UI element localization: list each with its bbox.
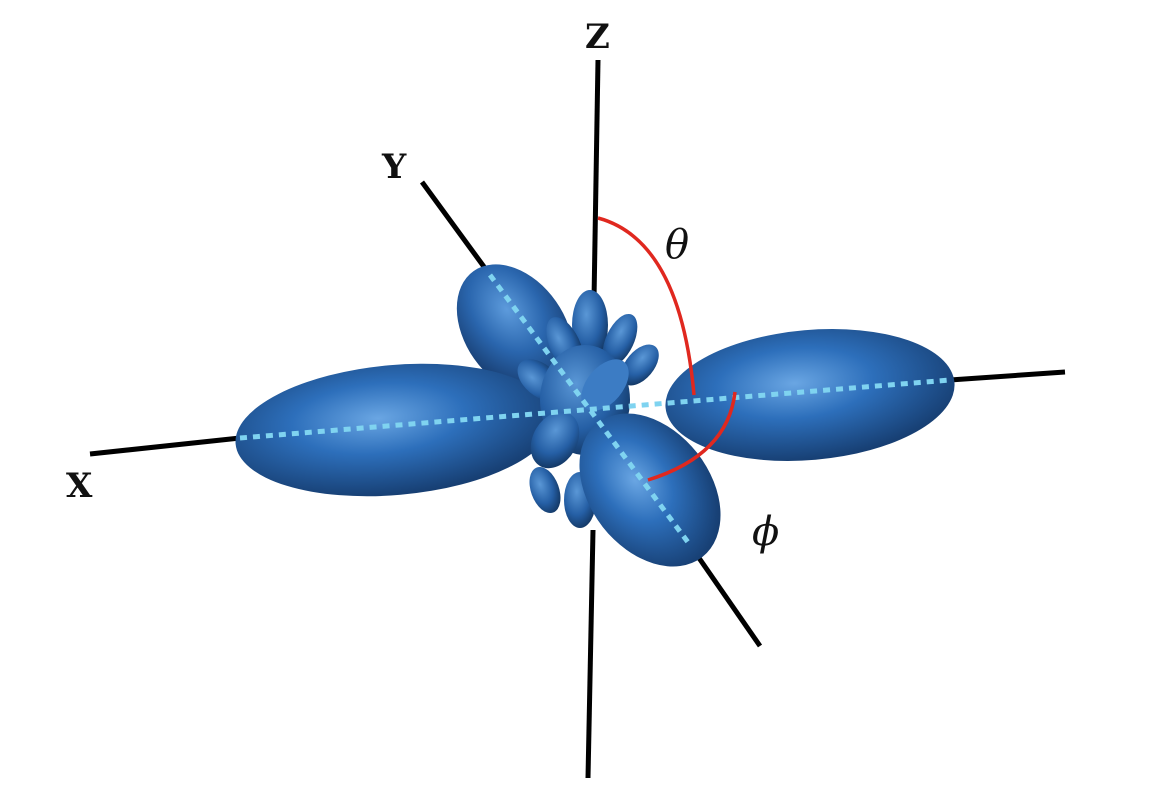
angle-arcs (597, 216, 737, 482)
lobe-x-right (665, 329, 955, 461)
x-axis-label: X (66, 466, 93, 506)
y-axis-label: Y (381, 147, 407, 187)
z-axis-label: Z (585, 17, 610, 57)
theta-label: θ (665, 222, 689, 268)
x-axis-right (949, 369, 1066, 383)
radiation-lobes (235, 264, 955, 567)
x-axis-left (89, 435, 241, 457)
y-axis-lower (687, 543, 763, 648)
side-lobes-cluster (517, 290, 659, 528)
dashed-y-axis (487, 273, 693, 547)
dashed-x-axis (239, 377, 951, 441)
y-axis-upper (419, 180, 493, 277)
dashed-axis-lines (239, 273, 951, 547)
axes (89, 59, 1066, 779)
z-axis-upper (591, 59, 601, 301)
theta-arc (597, 216, 696, 396)
phi-arc (647, 391, 737, 482)
lobe-x-left (235, 363, 555, 497)
z-axis-lower (585, 529, 596, 779)
lobe-y-front (579, 413, 721, 567)
phi-label: ϕ (752, 509, 779, 555)
lobe-y-back (456, 264, 574, 396)
